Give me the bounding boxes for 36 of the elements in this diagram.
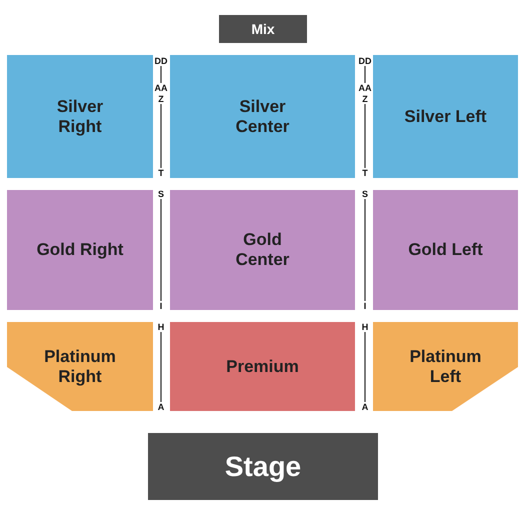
row-letter: Z (157, 94, 165, 104)
section-name: Gold Right (36, 240, 124, 260)
row-letter: AA (154, 83, 168, 93)
section-name: Gold Left (408, 240, 483, 260)
row-letter: S (156, 189, 165, 199)
seating-section (7, 55, 153, 178)
stage-label: Stage (224, 450, 302, 482)
row-letter: AA (358, 83, 372, 93)
row-letter: Z (361, 94, 369, 104)
area-label: Mix (251, 20, 275, 38)
row-letter: H (156, 322, 166, 332)
row-letter: I (362, 301, 368, 311)
section-name: Silver Right (56, 96, 104, 136)
seating-section (373, 190, 518, 310)
seating-section (170, 55, 355, 178)
seating-section (7, 190, 153, 310)
mix-area (219, 15, 307, 43)
row-letter: A (156, 402, 166, 412)
row-letter: A (360, 402, 370, 412)
seating-section (170, 322, 355, 411)
section-name: Premium (226, 356, 299, 376)
seating-section (170, 190, 355, 310)
row-letter: H (360, 322, 370, 332)
row-letter: S (360, 189, 369, 199)
section-name: Platinum Right (43, 346, 117, 386)
row-letter: T (361, 168, 369, 178)
row-letter: I (158, 301, 164, 311)
row-letter: DD (154, 56, 168, 66)
row-letter: T (157, 168, 165, 178)
section-name: Silver Left (404, 106, 487, 126)
seating-section (373, 55, 518, 178)
row-letter: DD (358, 56, 372, 66)
stage (148, 433, 378, 500)
section-name: Gold Center (234, 230, 290, 270)
section-name: Platinum Left (408, 346, 482, 386)
section-name: Silver Center (234, 96, 290, 136)
